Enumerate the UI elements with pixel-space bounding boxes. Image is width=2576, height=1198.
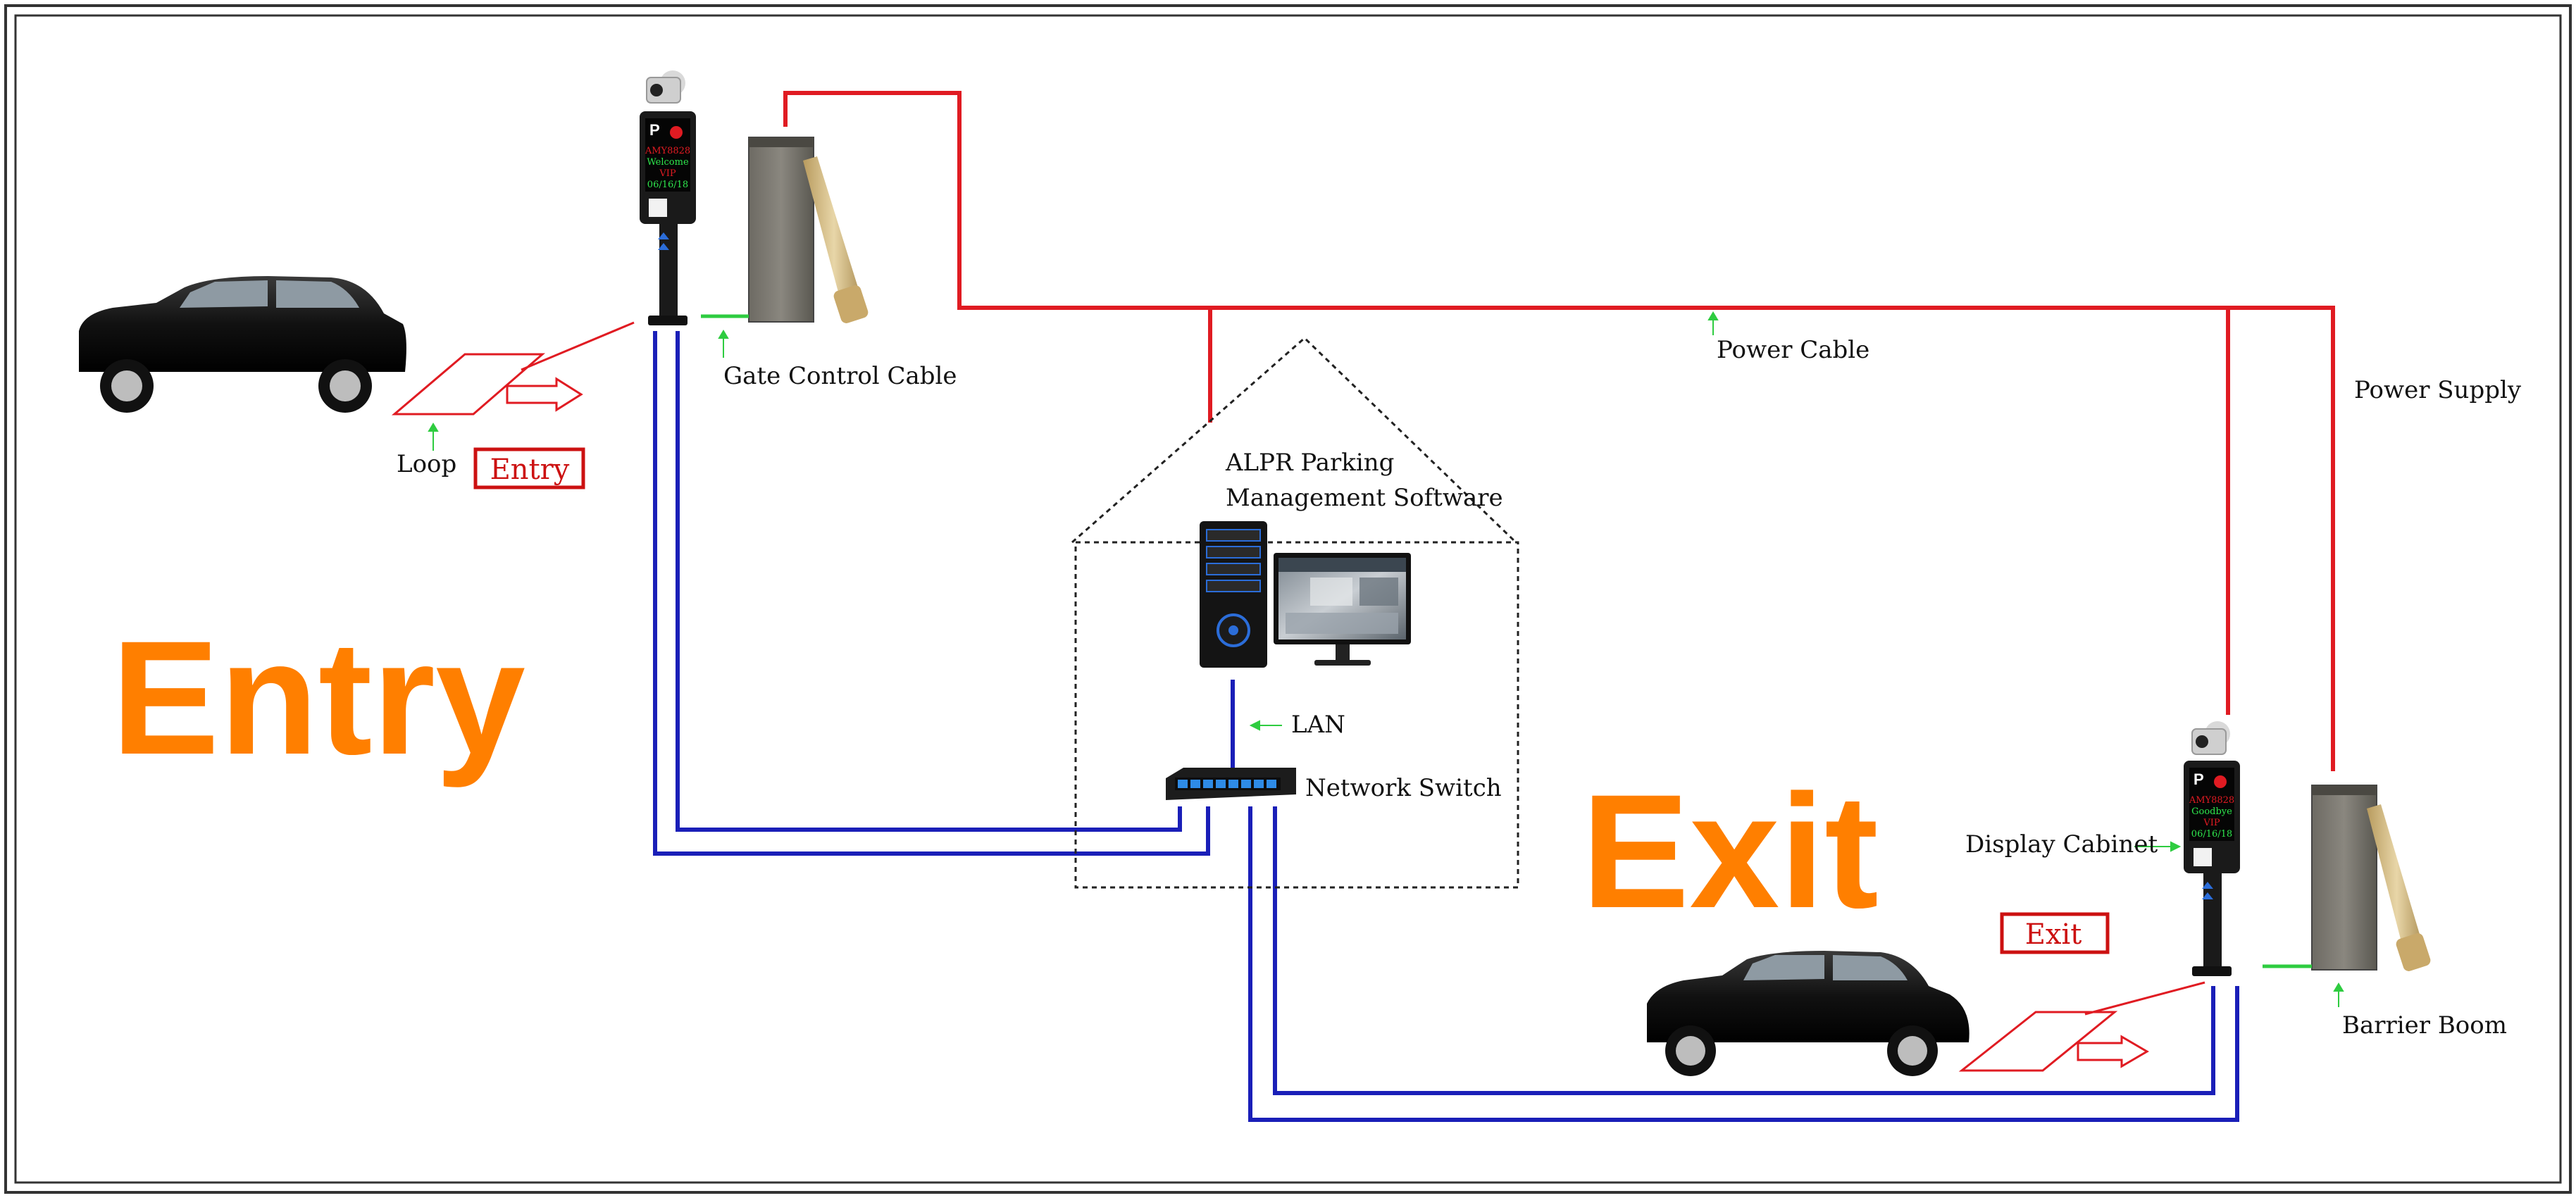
entry-direction-arrow-icon: [506, 377, 583, 412]
display-cabinet-label: Display Cabinet: [1965, 830, 2158, 859]
exit-display-cabinet-icon: [2184, 721, 2240, 976]
entry-display-p: P: [649, 121, 660, 139]
exit-zone-title: Exit: [1581, 761, 1879, 942]
exit-display-plate: AMY8828: [2189, 795, 2234, 806]
monitor-icon: [1274, 553, 1411, 666]
barrier-boom-label: Barrier Boom: [2342, 1011, 2507, 1040]
exit-display-vip: VIP: [2203, 818, 2220, 828]
entry-loop-icon: [391, 353, 546, 416]
entry-display-vip: VIP: [659, 168, 676, 179]
loop-label: Loop: [397, 450, 456, 478]
exit-car-icon: [1647, 951, 1970, 1076]
gate-control-links: [701, 314, 2312, 968]
exit-display-p: P: [2194, 770, 2204, 788]
software-label-line1: ALPR Parking: [1225, 449, 1394, 477]
entry-barrier-gate-icon: [748, 137, 869, 323]
power-cable-label: Power Cable: [1717, 336, 1869, 364]
control-room-outline: [1071, 336, 1519, 889]
exit-display-message: Goodbye: [2191, 806, 2232, 817]
network-switch-icon: [1166, 768, 1296, 800]
outer-frame: [4, 4, 2572, 1194]
entry-sign-box: [473, 447, 585, 489]
lan-label: LAN: [1291, 711, 1345, 739]
gate-control-cable-label: Gate Control Cable: [723, 362, 957, 390]
exit-direction-arrow-icon: [2077, 1035, 2149, 1068]
exit-sign: Exit: [2025, 918, 2082, 951]
network-cables: [653, 331, 2239, 1122]
pointer-arrows: [428, 311, 2344, 1007]
entry-sign: Entry: [490, 454, 570, 486]
entry-display-plate: AMY8828: [645, 146, 690, 156]
entry-zone-title: Entry: [111, 607, 525, 788]
power-supply-label: Power Supply: [2354, 376, 2522, 404]
entry-display-cabinet-icon: [640, 70, 696, 325]
pc-tower-icon: [1200, 521, 1267, 668]
software-label-line2: Management Software: [1226, 484, 1503, 512]
entry-car-icon: [79, 276, 406, 413]
power-cables: [521, 91, 2335, 1016]
inner-frame: [14, 14, 2562, 1184]
entry-display-message: Welcome: [647, 157, 689, 168]
exit-display-date: 06/16/18: [2191, 829, 2232, 840]
entry-display-date: 06/16/18: [647, 180, 688, 190]
exit-sign-box: [2000, 912, 2110, 954]
exit-barrier-gate-icon: [2311, 785, 2431, 971]
exit-loop-icon: [1958, 1011, 2118, 1072]
network-switch-label: Network Switch: [1305, 774, 1502, 802]
